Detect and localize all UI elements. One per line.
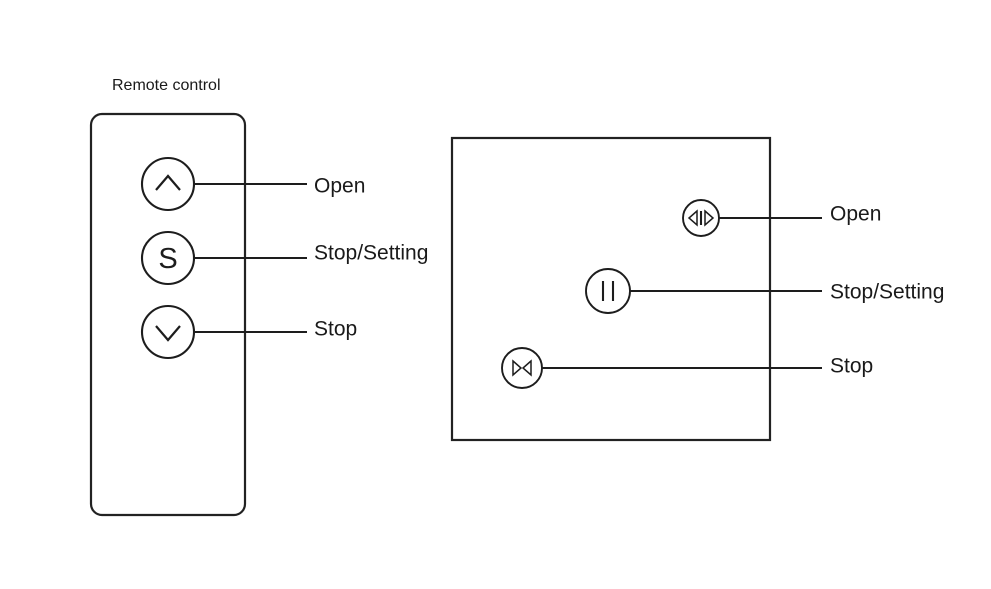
remote-label-stop: Stop xyxy=(314,318,357,341)
remote-label-stop-setting: Stop/Setting xyxy=(314,242,428,265)
remote-button-stop-circle[interactable] xyxy=(140,304,196,360)
remote-button-stop-setting-circle[interactable] xyxy=(140,230,196,286)
remote-title: Remote control xyxy=(112,77,221,94)
panel-button-stop-setting[interactable] xyxy=(585,268,631,314)
remote-button-stop[interactable] xyxy=(140,304,196,360)
panel-button-stop-setting-circle[interactable] xyxy=(585,268,631,314)
letter-s-icon: S xyxy=(158,243,177,275)
close-converge-icon xyxy=(512,359,532,377)
open-diverge-icon xyxy=(687,209,715,227)
chevron-up-icon xyxy=(155,174,181,191)
panel-label-open: Open xyxy=(830,203,881,226)
remote-button-stop-setting[interactable]: S xyxy=(140,230,196,286)
panel-label-stop: Stop xyxy=(830,355,873,378)
panel-label-stop-setting: Stop/Setting xyxy=(830,281,944,304)
remote-button-open-circle[interactable] xyxy=(140,156,196,212)
chevron-down-icon xyxy=(155,325,181,342)
remote-label-open: Open xyxy=(314,175,365,198)
pause-icon xyxy=(601,281,615,301)
panel-button-stop[interactable] xyxy=(501,347,543,389)
panel-button-open[interactable] xyxy=(682,199,720,237)
remote-button-open[interactable] xyxy=(140,156,196,212)
